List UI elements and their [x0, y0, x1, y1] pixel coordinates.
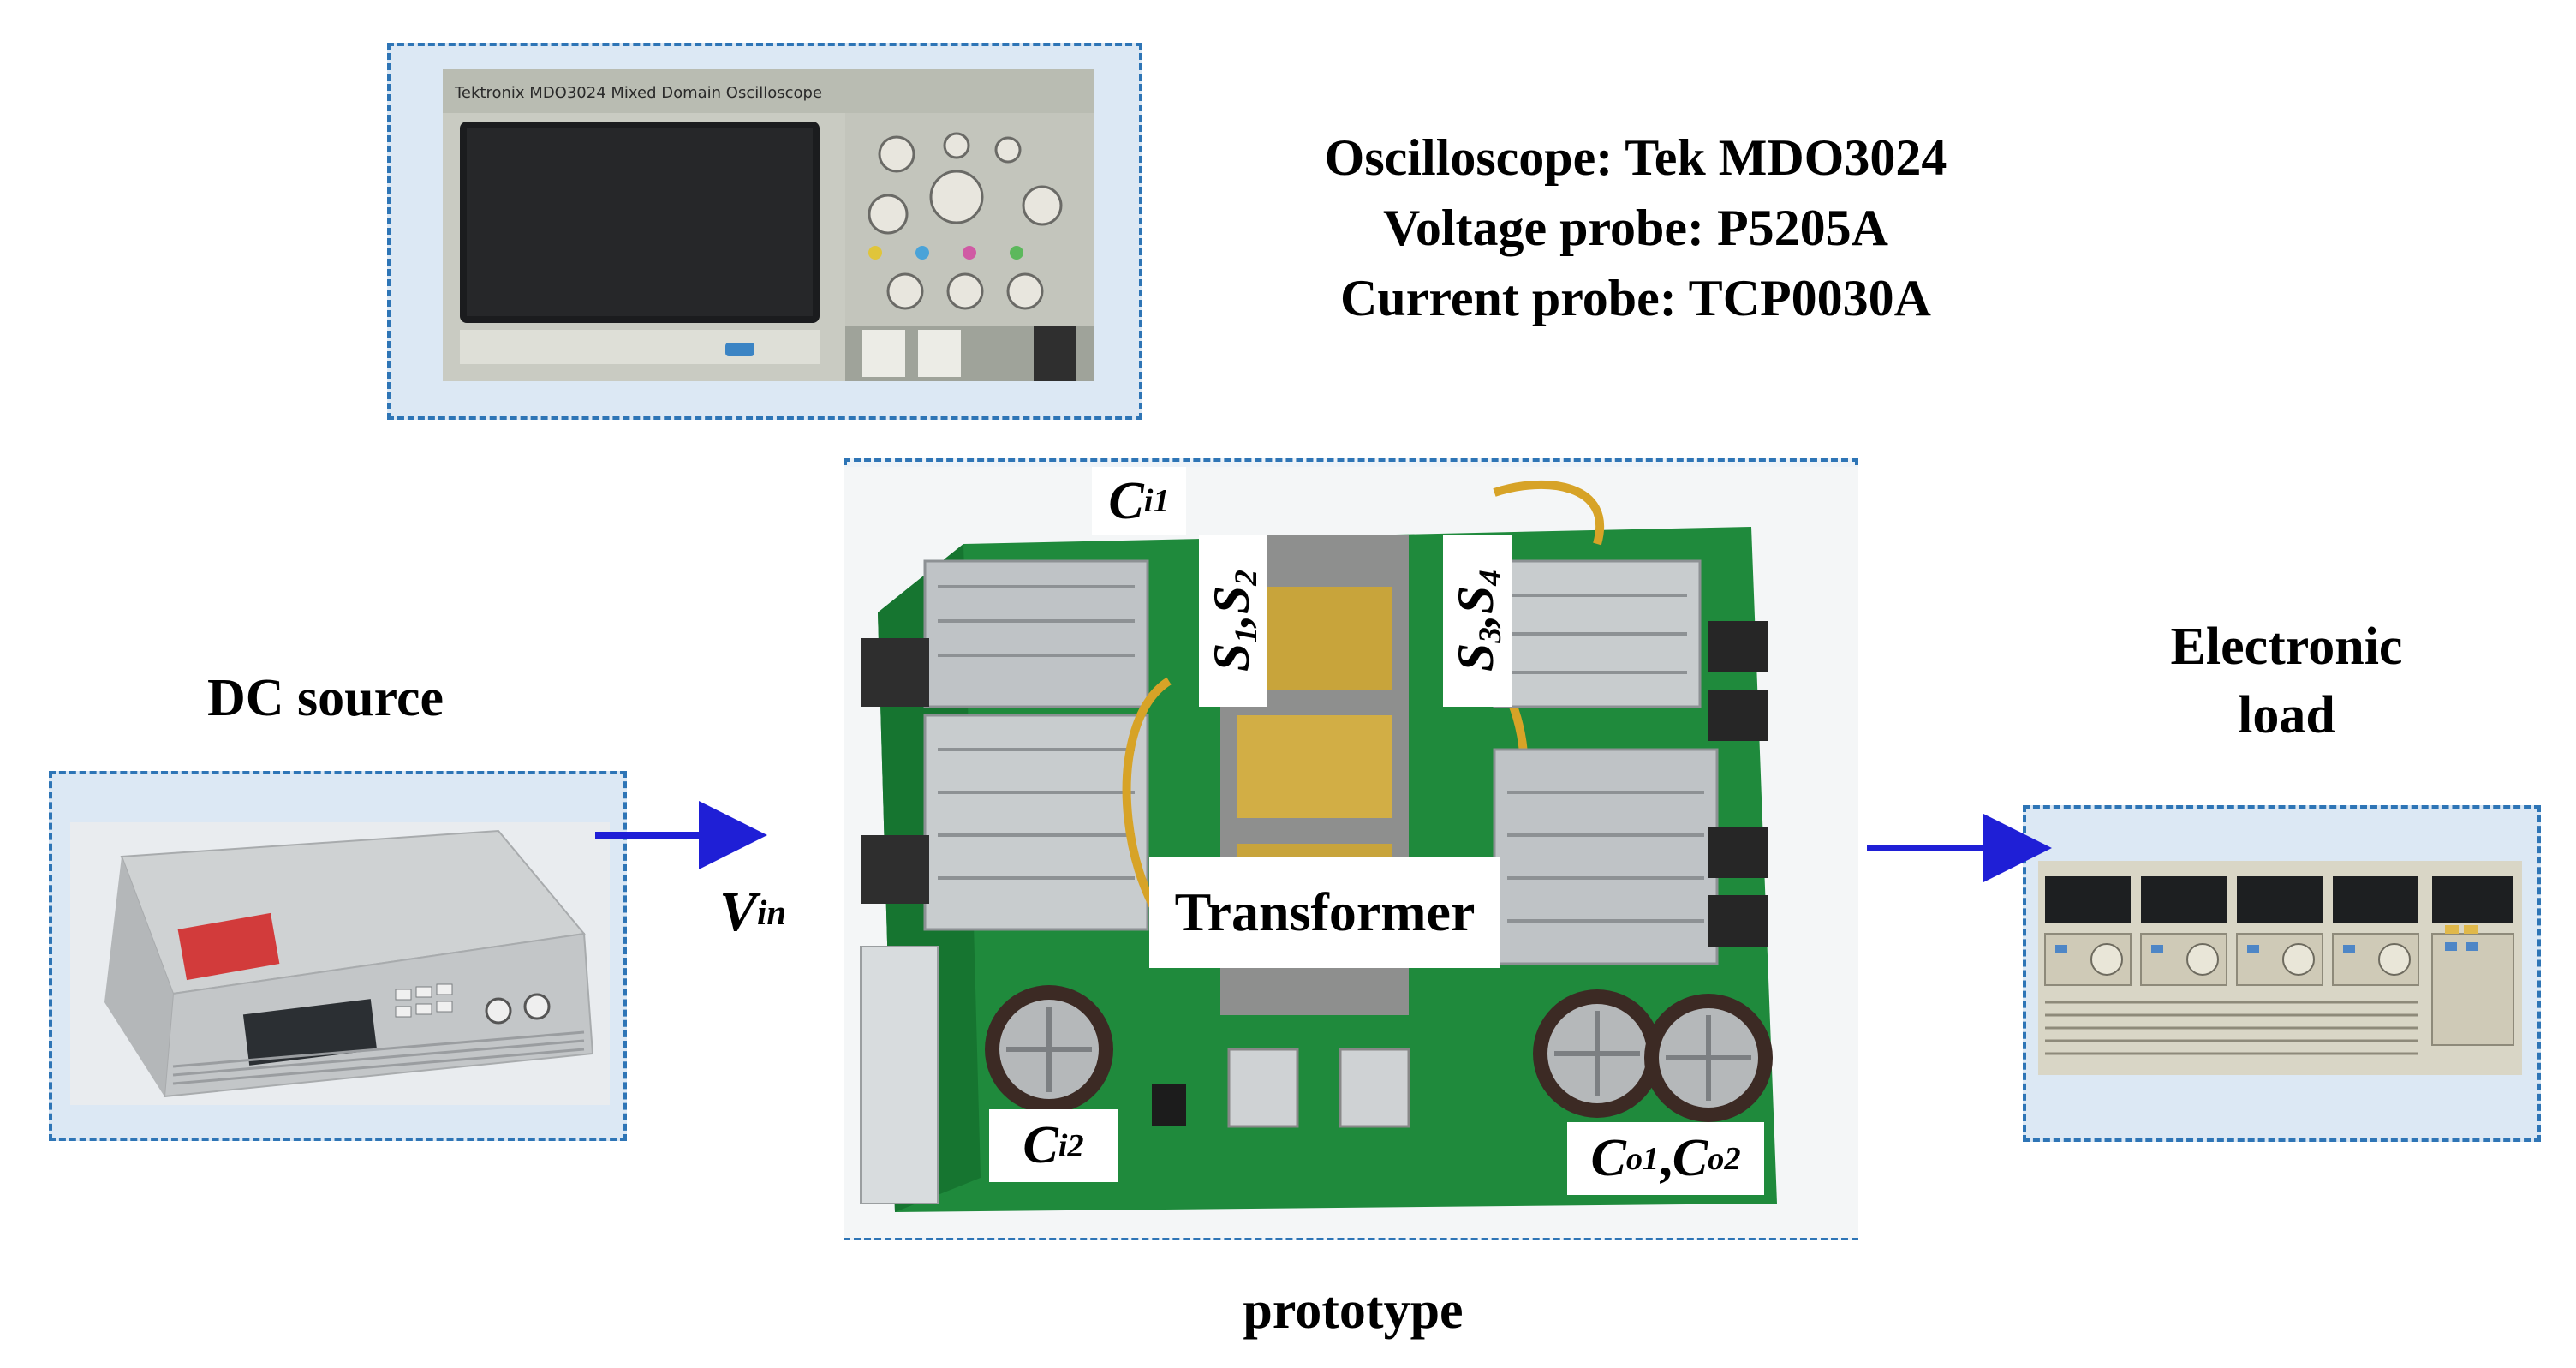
- prototype-label: prototype: [1243, 1281, 1464, 1340]
- s3-s4-label: S3,S4: [1443, 535, 1512, 707]
- svg-text:Tektronix MDO3024 Mixed Dom: Tektronix MDO3024 Mixed Domain Oscillosc…: [454, 84, 822, 102]
- dc-source-label: DC source: [206, 669, 444, 727]
- electronic-load-label-line2: load: [2238, 686, 2335, 744]
- electronic-load-label-line1: Electronic: [2170, 618, 2403, 676]
- electronic-load-drawing: [2038, 861, 2522, 1075]
- s1-s2-label: S1,S2: [1199, 535, 1267, 707]
- dc-source-photo: [70, 822, 610, 1105]
- voltage-probe-label: Voltage probe: P5205A: [1383, 200, 1888, 256]
- dc-source-drawing: [70, 822, 610, 1105]
- oscilloscope-drawing: Tektronix MDO3024 Mixed Domain Oscillosc…: [443, 69, 1094, 381]
- oscilloscope-photo: Tektronix MDO3024 Mixed Domain Oscillosc…: [443, 69, 1094, 381]
- transformer-label: Transformer: [1149, 857, 1500, 968]
- current-probe-label: Current probe: TCP0030A: [1340, 270, 1931, 326]
- oscilloscope-label: Oscilloscope: Tek MDO3024: [1324, 129, 1947, 186]
- electronic-load-photo: [2038, 861, 2522, 1075]
